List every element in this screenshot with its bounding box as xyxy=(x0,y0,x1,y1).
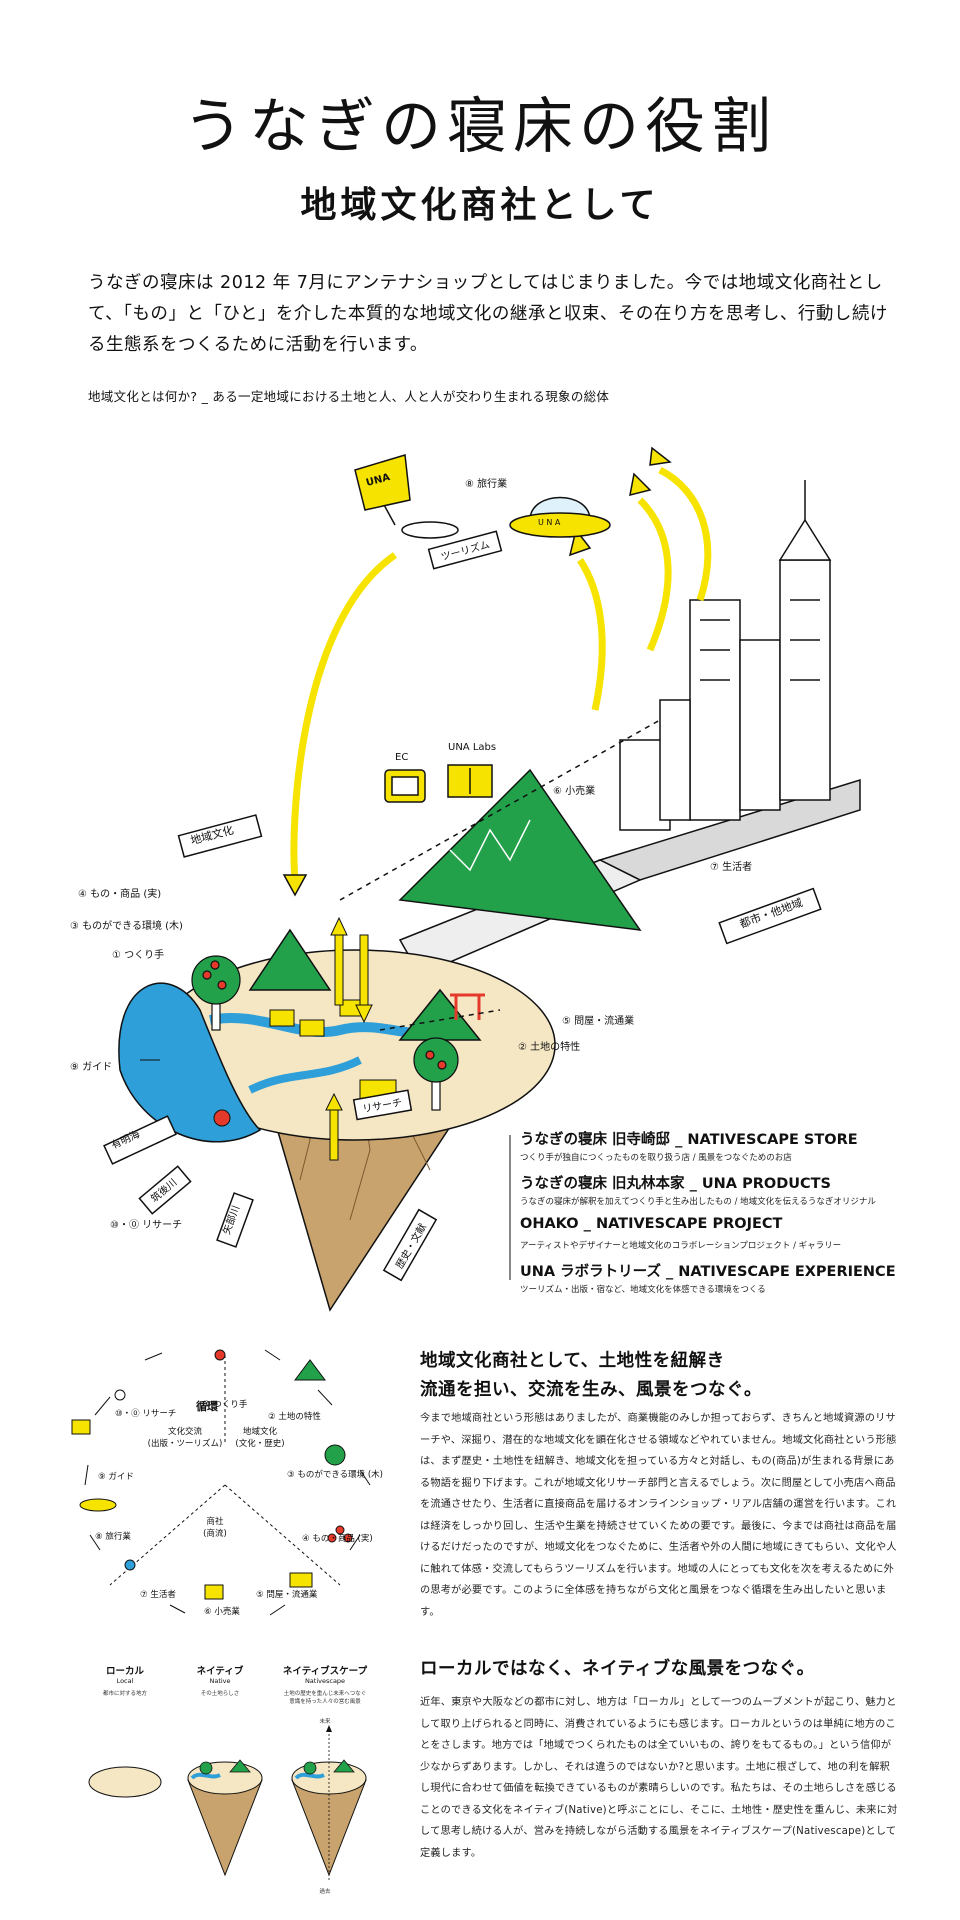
store-title-4: UNA ラボラトリーズ _ NATIVESCAPE EXPERIENCE xyxy=(520,1264,896,1280)
cycle-node-8: ⑧ 旅行業 xyxy=(95,1532,131,1542)
label-maker: ① つくり手 xyxy=(112,950,165,961)
page-subtitle: 地域文化商社として xyxy=(300,185,660,226)
cycle-node-9: ⑨ ガイド xyxy=(98,1472,134,1482)
torii-icon xyxy=(450,993,485,1020)
label-consumer: ⑦ 生活者 xyxy=(710,862,753,873)
cycle-node-1: ① つくり手 xyxy=(203,1400,248,1410)
label-guide: ⑨ ガイド xyxy=(70,1062,113,1073)
page-title: うなぎの寝床の役割 xyxy=(183,92,777,162)
future-label: 未来 xyxy=(319,1719,331,1725)
ufo-text: U N A xyxy=(538,518,561,527)
concept-illustrations xyxy=(88,1725,367,1880)
store-desc-4: ツーリズム・出版・宿など、地域文化を体感できる環境をつくる xyxy=(520,1285,766,1295)
store-title-1: うなぎの寝床 旧寺崎邸 _ NATIVESCAPE STORE xyxy=(520,1132,858,1148)
cycle-node-2: ② 土地の特性 xyxy=(268,1412,321,1422)
cycle-node-5: ⑤ 問屋・流通業 xyxy=(256,1590,318,1600)
crab-icon xyxy=(213,1109,231,1127)
label-retail: ⑥ 小売業 xyxy=(553,786,596,797)
store-title-2: うなぎの寝床 旧丸林本家 _ UNA PRODUCTS xyxy=(520,1176,831,1192)
cycle-right-label: 地域文化 (文化・歴史) xyxy=(235,1427,285,1449)
cycle-node-7: ⑦ 生活者 xyxy=(140,1590,176,1600)
local-desc: 都市に対する地方 xyxy=(102,1691,147,1697)
cycle-node-3: ③ ものができる環境 (木) xyxy=(287,1470,383,1480)
store-desc-3: アーティストやデザイナーと地域文化のコラボレーションプロジェクト / ギャラリー xyxy=(520,1241,842,1251)
nativescape-en: Nativescape xyxy=(304,1677,346,1685)
section2-body: 近年、東京や大阪などの都市に対し、地方は「ローカル」として一つのムーブメントが起… xyxy=(420,1697,898,1859)
cycle-node-10: ⑩・⓪ リサーチ xyxy=(115,1409,177,1419)
ecosystem-illustration xyxy=(103,446,861,1312)
cycle-node-4: ④ もの・商品 (実) xyxy=(302,1534,373,1544)
local-en: Local xyxy=(116,1677,134,1685)
cycle-bottom-label: 商社 (商流) xyxy=(203,1517,227,1539)
native-title: ネイティブ xyxy=(196,1666,244,1677)
section2-heading: ローカルではなく、ネイティブな風景をつなぐ。 xyxy=(420,1659,815,1679)
label-una-labs: UNA Labs xyxy=(448,742,497,753)
cycle-node-6: ⑥ 小売業 xyxy=(204,1607,240,1617)
nativescape-desc: 土地の歴史を重んじ未来へつなぐ 意識を持った人々の営む風景 xyxy=(283,1691,367,1705)
signposts xyxy=(103,530,822,1282)
local-title: ローカル xyxy=(105,1666,144,1677)
store-desc-1: つくり手が独自につくったものを取り扱う店 / 風景をつなぐためのお店 xyxy=(520,1153,792,1163)
section1-heading: 地域文化商社として、土地性を紐解き 流通を担い、交流を生み、風景をつなぐ。 xyxy=(420,1351,762,1400)
native-cone-icon xyxy=(187,1759,263,1877)
cycle-left-label: 文化交流 (出版・ツーリズム) xyxy=(147,1427,223,1449)
label-goods: ④ もの・商品 (実) xyxy=(78,889,162,900)
nativescape-cone-icon xyxy=(291,1725,367,1880)
label-wholesale: ⑤ 問屋・流通業 xyxy=(562,1016,635,1027)
store-title-3: OHAKO _ NATIVESCAPE PROJECT xyxy=(520,1216,783,1232)
local-disc-icon xyxy=(88,1766,162,1798)
ec-icon xyxy=(384,769,426,803)
leader-lines xyxy=(140,1059,511,1280)
city-buildings-icon xyxy=(619,480,832,831)
vertical-arrows xyxy=(325,916,373,1161)
tree-icon xyxy=(191,955,459,1111)
label-land: ② 土地の特性 xyxy=(518,1042,581,1053)
nativescape-title: ネイティブスケープ xyxy=(282,1666,368,1677)
cycle-center: 循環 xyxy=(196,1400,218,1413)
una-labs-book-icon xyxy=(447,764,493,798)
cycle-diagram xyxy=(71,1349,371,1616)
label-ec: EC xyxy=(395,752,409,763)
label-environment: ③ ものができる環境 (木) xyxy=(70,921,183,932)
native-desc: その土地らしさ xyxy=(200,1691,240,1697)
native-en: Native xyxy=(209,1677,231,1685)
section1-body: 今まで地域商社という形態はありましたが、商業機能のみしか担っておらず、きちんと地… xyxy=(420,1413,897,1618)
tourism-flag-icon xyxy=(354,454,459,539)
label-research-circle: ⑩・⓪ リサーチ xyxy=(110,1220,183,1231)
store-desc-2: うなぎの寝床が解釈を加えてつくり手と生み出したもの / 地域文化を伝えるうなぎオ… xyxy=(520,1197,876,1207)
ufo-icon xyxy=(509,496,611,538)
label-travel: ⑧ 旅行業 xyxy=(465,479,508,490)
intro-text: うなぎの寝床は 2012 年 7月にアンテナショップとしてはじまりました。今では… xyxy=(88,273,888,355)
mountain-icon xyxy=(398,768,642,931)
definition-text: 地域文化とは何か? _ ある一定地域における土地と人、人と人が交わり生まれる現象… xyxy=(88,389,610,404)
flow-arrows xyxy=(282,446,712,1031)
past-label: 過去 xyxy=(319,1889,331,1895)
